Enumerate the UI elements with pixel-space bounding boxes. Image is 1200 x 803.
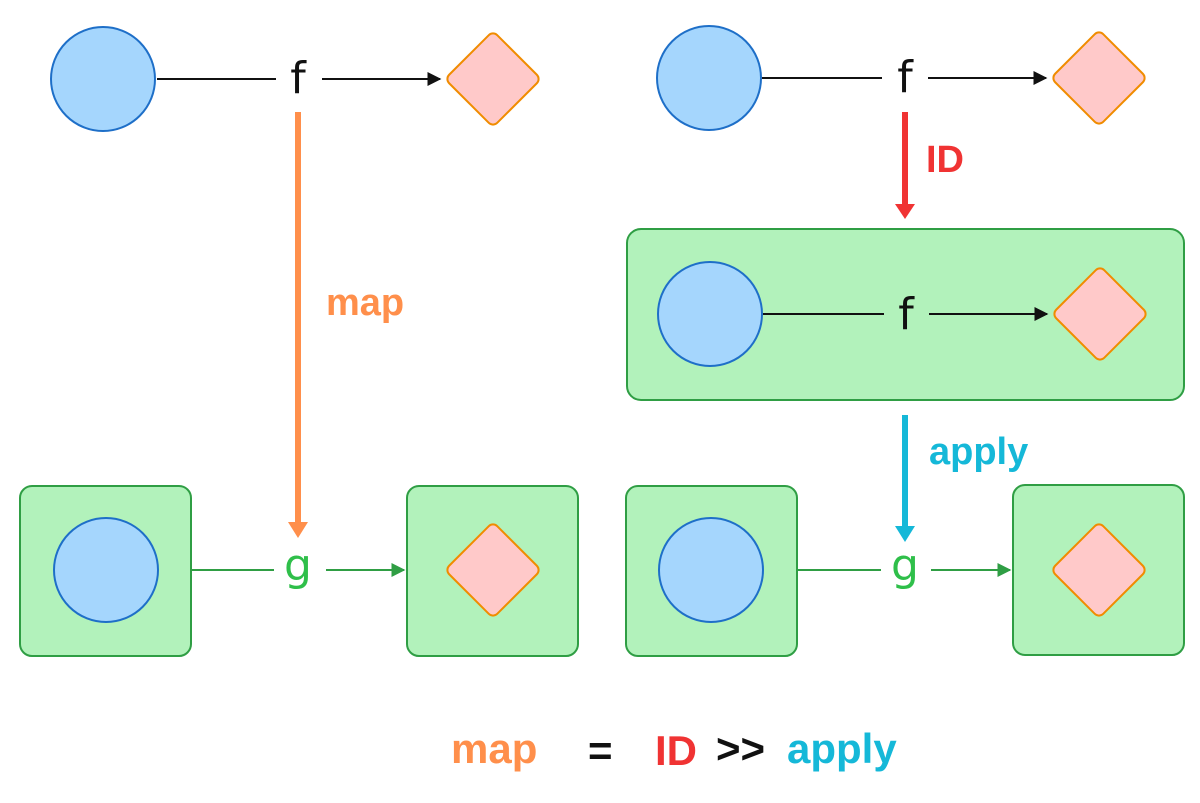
- map-label: map: [326, 282, 404, 324]
- left-bottom-diamond: [446, 523, 540, 617]
- right-top-circle: [656, 25, 762, 131]
- left-diagram: f map g: [19, 26, 579, 657]
- equation-compose: >>: [716, 725, 765, 772]
- wrapped-diamond: [1053, 267, 1147, 361]
- apply-arrowhead: [895, 526, 915, 542]
- apply-label: apply: [929, 431, 1028, 473]
- equation-id: ID: [655, 727, 697, 774]
- wrapped-fn-label: f: [898, 289, 915, 340]
- map-arrowhead: [288, 522, 308, 538]
- right-bottom-circle: [658, 517, 764, 623]
- left-top-circle: [50, 26, 156, 132]
- id-arrowhead: [895, 204, 915, 219]
- wrapped-circle: [657, 261, 763, 367]
- right-diagram: f ID f apply g: [625, 25, 1185, 657]
- left-top-fn-label: f: [290, 53, 307, 104]
- right-bottom-fn-label: g: [891, 540, 919, 591]
- equation-apply: apply: [787, 725, 897, 772]
- id-label: ID: [926, 139, 964, 181]
- right-bottom-diamond: [1052, 523, 1146, 617]
- equation-equals: =: [588, 727, 613, 774]
- equation: map = ID >> apply: [451, 725, 897, 774]
- wrapped-function-box: [626, 228, 1185, 401]
- right-top-fn-label: f: [897, 52, 914, 103]
- left-bottom-fn-label: g: [284, 540, 312, 591]
- left-bottom-circle: [53, 517, 159, 623]
- equation-map: map: [451, 725, 537, 772]
- left-top-diamond: [446, 32, 540, 126]
- right-top-diamond: [1052, 31, 1146, 125]
